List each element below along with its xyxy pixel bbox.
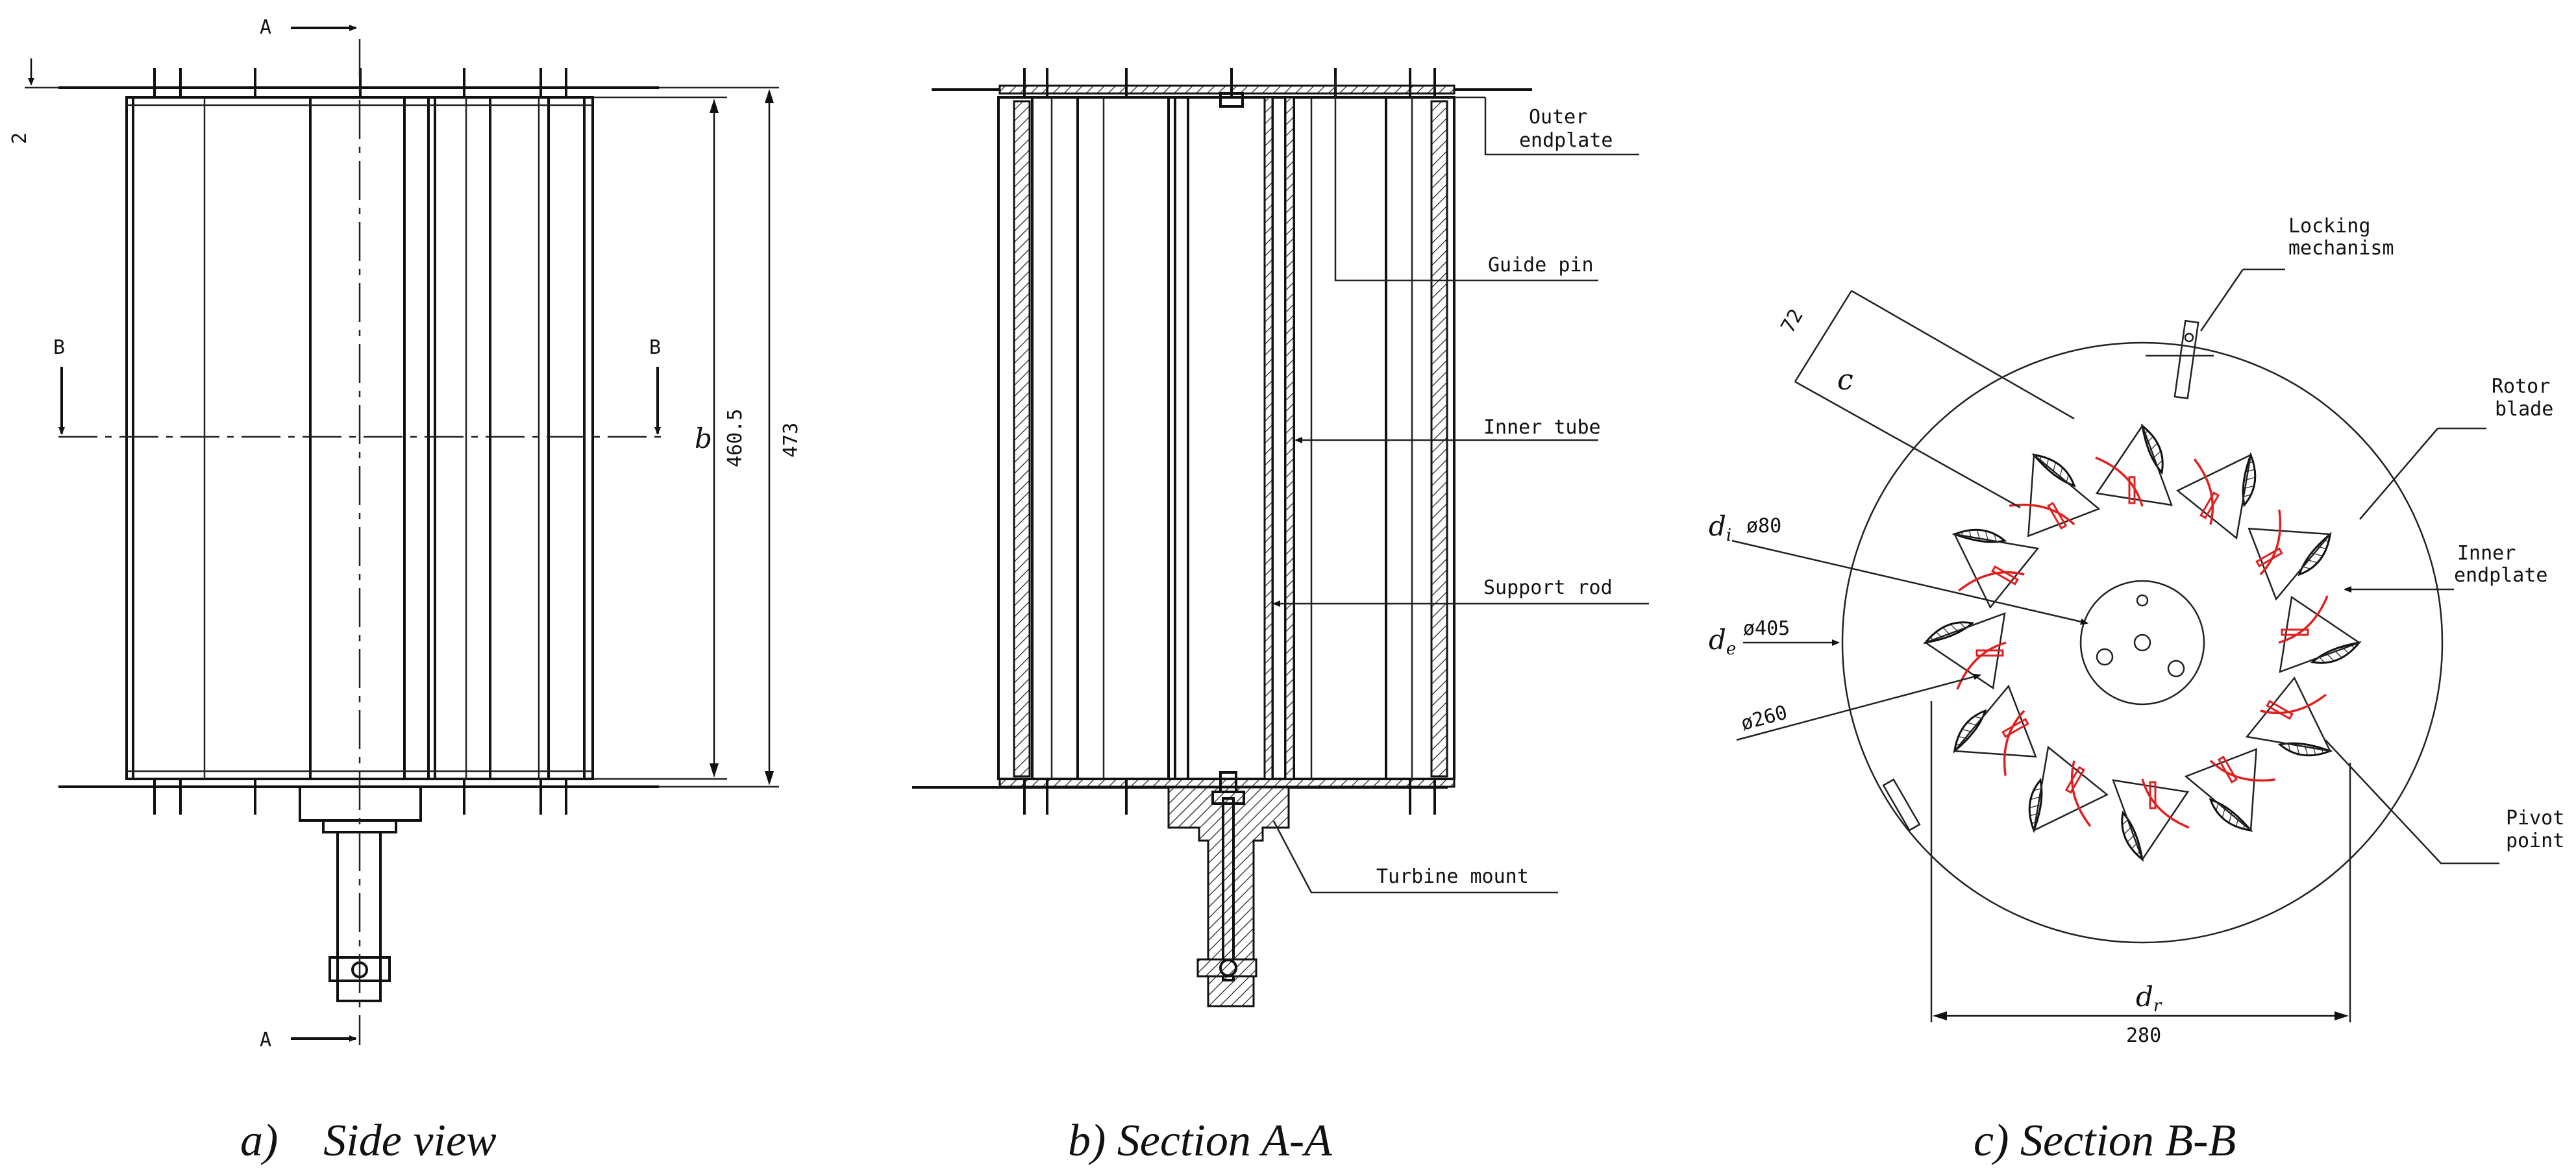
section-b-label-right: B (649, 336, 661, 359)
section-a-label-top: A (260, 16, 271, 39)
rotor-blade-label-1: Rotor (2492, 375, 2550, 398)
dimension-de: de (1709, 624, 1736, 659)
dimension-2: 2 (8, 132, 31, 144)
pivot-point-label-1: Pivot (2506, 807, 2564, 830)
turbine-mount-label: Turbine mount (1376, 865, 1529, 888)
dimension-280: 280 (2126, 1024, 2161, 1047)
pivot-point-label-2: point (2506, 830, 2564, 852)
caption-section-b-b: c) Section B-B (1974, 1116, 2236, 1166)
support-rod-label: Support rod (1483, 576, 1613, 599)
dimension-c: c (1837, 364, 1853, 397)
inner-endplate-label-2: endplate (2454, 564, 2548, 587)
section-b-label-left: B (53, 336, 65, 359)
dimension-72: 72 (1777, 305, 1808, 337)
section-a-label-bottom: A (260, 1029, 271, 1052)
rotor-blade-label-2: blade (2495, 398, 2553, 421)
dimension-405: ø405 (1743, 617, 1790, 640)
locking-label-1: Locking (2288, 215, 2370, 238)
caption-side-view: a) Side view (240, 1116, 497, 1166)
dimension-260: ø260 (1739, 701, 1790, 735)
inner-tube-label: Inner tube (1483, 416, 1601, 439)
section-a-a: Outer endplate Guide pin Inner tube Supp… (912, 68, 1649, 1007)
inner-endplate-label-1: Inner (2457, 542, 2516, 565)
dimension-460-5: 460.5 (724, 409, 747, 467)
caption-section-a-a: b) Section A-A (1068, 1116, 1332, 1166)
section-b-b: Locking mechanism Rotor blade Inner endp… (1709, 215, 2564, 1047)
locking-label-2: mechanism (2288, 237, 2394, 260)
dimension-473: 473 (780, 423, 802, 458)
rotor-blades (1923, 423, 2362, 862)
outer-endplate-label-2: endplate (1519, 129, 1613, 152)
dimension-di: di (1709, 510, 1731, 545)
outer-endplate-label-1: Outer (1529, 106, 1587, 129)
dimension-b: b (695, 423, 712, 454)
guide-pin-label: Guide pin (1488, 254, 1594, 277)
dimension-dr: dr (2136, 981, 2162, 1016)
side-view: A A B B 2 b 460.5 473 (8, 16, 802, 1052)
dimension-80: ø80 (1746, 515, 1781, 537)
